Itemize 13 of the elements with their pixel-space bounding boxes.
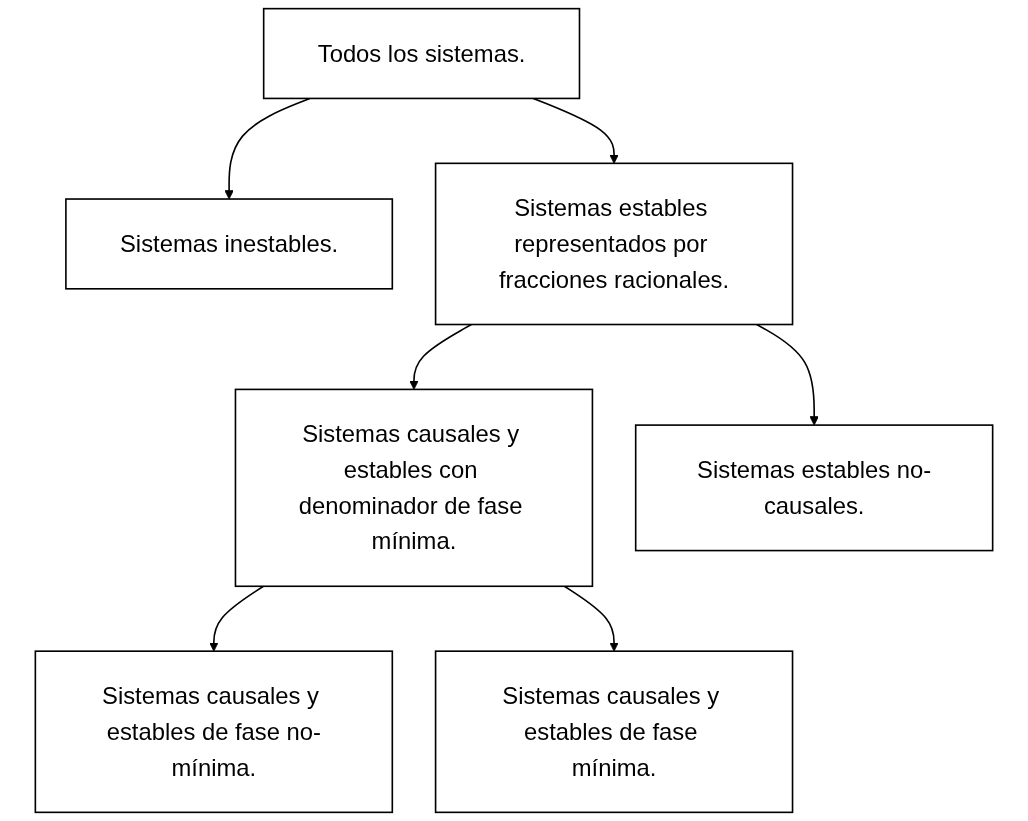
arrow bbox=[563, 585, 619, 652]
arrow bbox=[755, 323, 819, 426]
arrow bbox=[209, 585, 265, 652]
node-box: Sistemas inestables. bbox=[65, 198, 394, 290]
node-box: Sistemas causales y estables con denominador de fase mínima. bbox=[234, 388, 594, 588]
arrow bbox=[409, 323, 473, 390]
arrow bbox=[532, 97, 619, 164]
node-box: Sistemas estables no-causales. bbox=[634, 424, 994, 552]
node-box: Sistemas causales y estables de fase no-mínima. bbox=[34, 650, 394, 814]
node-box: Sistemas estables representados por fracciones racionales. bbox=[434, 162, 794, 326]
arrow bbox=[224, 97, 311, 200]
node-box: Sistemas causales y estables de fase mínima. bbox=[434, 650, 794, 814]
node-box: Todos los sistemas. bbox=[262, 7, 581, 100]
